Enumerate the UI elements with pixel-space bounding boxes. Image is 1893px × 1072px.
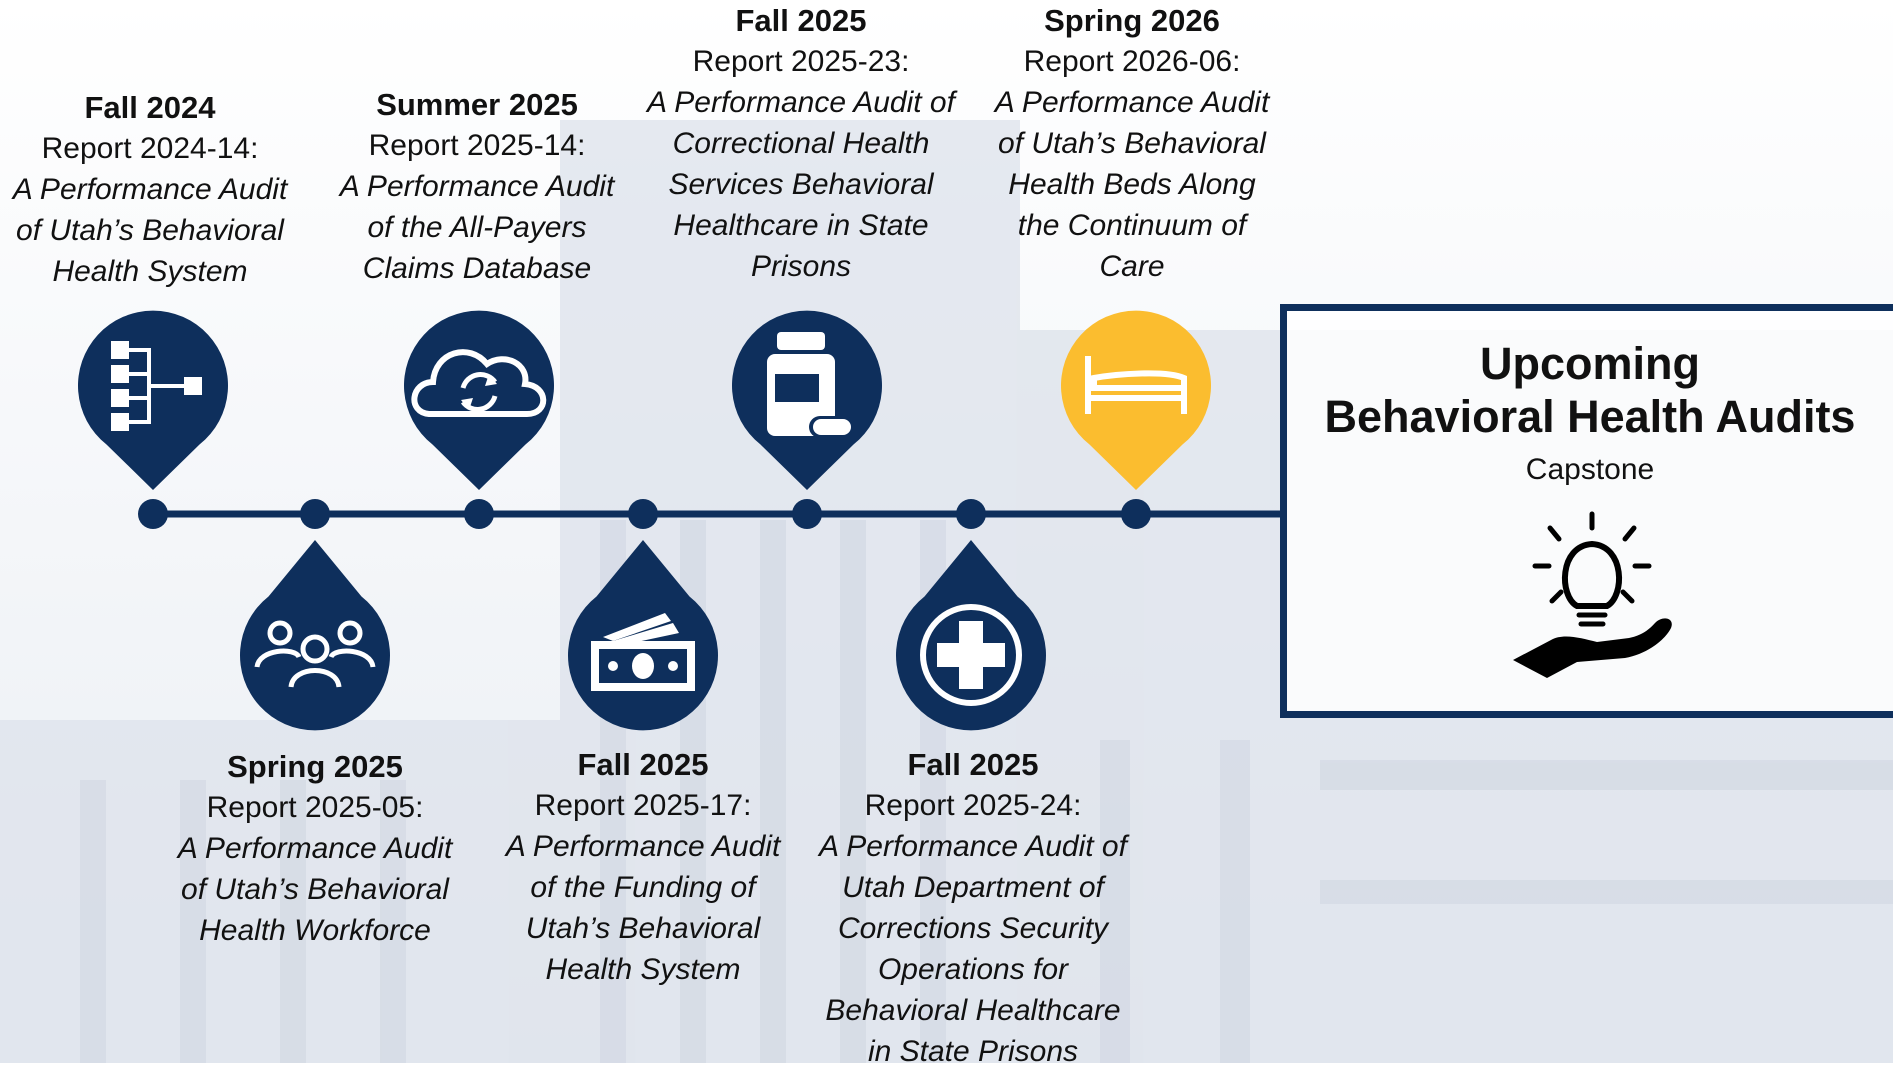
label-season: Spring 2026 [1044, 3, 1220, 38]
label-title-line: A Performance Audit of [819, 830, 1127, 863]
marker-pin [404, 310, 555, 490]
label-report: Report 2024-14: [41, 132, 259, 165]
label-title-line: Health System [52, 255, 248, 288]
label-report: Report 2025-17: [534, 789, 752, 822]
label-title-line: A Performance Audit [505, 830, 781, 863]
label-report: Report 2025-14: [368, 129, 586, 162]
timeline-node [1121, 499, 1151, 529]
label-title-line: of the Funding of [530, 871, 756, 904]
label-title-line: A Performance Audit [12, 173, 288, 206]
timeline-marker [240, 499, 391, 731]
timeline-node [628, 499, 658, 529]
label-title-line: of Utah’s Behavioral [998, 127, 1266, 160]
label-title-line: Correctional Health [672, 127, 930, 160]
label-title-line: of Utah’s Behavioral [16, 214, 284, 247]
label-title-line: Prisons [750, 250, 852, 283]
capstone-heading-line1: Upcoming [1480, 338, 1700, 389]
label-title-line: of Utah’s Behavioral [181, 873, 449, 906]
capstone-subtitle: Capstone [1525, 453, 1655, 486]
label-title-line: A Performance Audit [994, 86, 1270, 119]
pill-bottle-icon [767, 332, 855, 438]
label-title-line: Utah’s Behavioral [525, 912, 761, 945]
label-season: Fall 2024 [84, 90, 216, 125]
label-season: Fall 2025 [577, 747, 709, 782]
label-title-line: Health System [545, 953, 741, 986]
cloud-sync-icon [411, 349, 547, 417]
label-title-line: Healthcare in State [673, 209, 929, 242]
timeline-marker [568, 499, 718, 731]
label-title-line: in State Prisons [867, 1035, 1079, 1068]
timeline-markers [78, 310, 1211, 731]
capstone-box: Upcoming Behavioral Health Audits Capsto… [1280, 304, 1893, 718]
label-title-line: Corrections Security [837, 912, 1109, 945]
label-season: Summer 2025 [376, 87, 578, 122]
timeline-marker [732, 310, 882, 529]
label-title-line: Behavioral Healthcare [825, 994, 1121, 1027]
money-icon [591, 613, 695, 691]
flowchart-icon [111, 341, 202, 431]
label-report: Report 2026-06: [1023, 45, 1241, 78]
label-title-line: the Continuum of [1017, 209, 1247, 242]
label-season: Spring 2025 [227, 749, 403, 784]
label-title-line: A Performance Audit [177, 832, 453, 865]
label-title-line: A Performance Audit [339, 170, 615, 203]
lightbulb-hand-icon [1513, 511, 1672, 678]
label-report: Report 2025-23: [692, 45, 910, 78]
timeline-node [956, 499, 986, 529]
label-title-line: Care [1099, 250, 1165, 283]
label-title-line: Operations for [877, 953, 1069, 986]
label-title-line: Utah Department of [842, 871, 1104, 904]
capstone-heading-line2: Behavioral Health Audits [1324, 391, 1856, 442]
bed-icon [1085, 356, 1187, 414]
label-season: Fall 2025 [735, 3, 867, 38]
label-title-line: Claims Database [362, 252, 592, 285]
timeline-node [792, 499, 822, 529]
timeline-marker [1061, 310, 1211, 529]
timeline-marker [78, 310, 228, 529]
timeline-marker [896, 499, 1046, 731]
label-report: Report 2025-05: [206, 791, 424, 824]
label-title-line: Services Behavioral [668, 168, 934, 201]
label-title-line: Health Workforce [199, 914, 431, 947]
timeline-node [464, 499, 494, 529]
timeline-node [138, 499, 168, 529]
capstone-heading: Upcoming Behavioral Health Audits [1287, 337, 1893, 443]
label-title-line: Health Beds Along [1008, 168, 1256, 201]
label-title-line: of the All-Payers [367, 211, 587, 244]
label-title-line: A Performance Audit of [647, 86, 955, 119]
label-report: Report 2025-24: [864, 789, 1082, 822]
timeline-marker [404, 310, 555, 529]
medical-cross-icon [920, 604, 1022, 706]
timeline-node [300, 499, 330, 529]
label-season: Fall 2025 [907, 747, 1039, 782]
people-group-icon [254, 620, 376, 688]
